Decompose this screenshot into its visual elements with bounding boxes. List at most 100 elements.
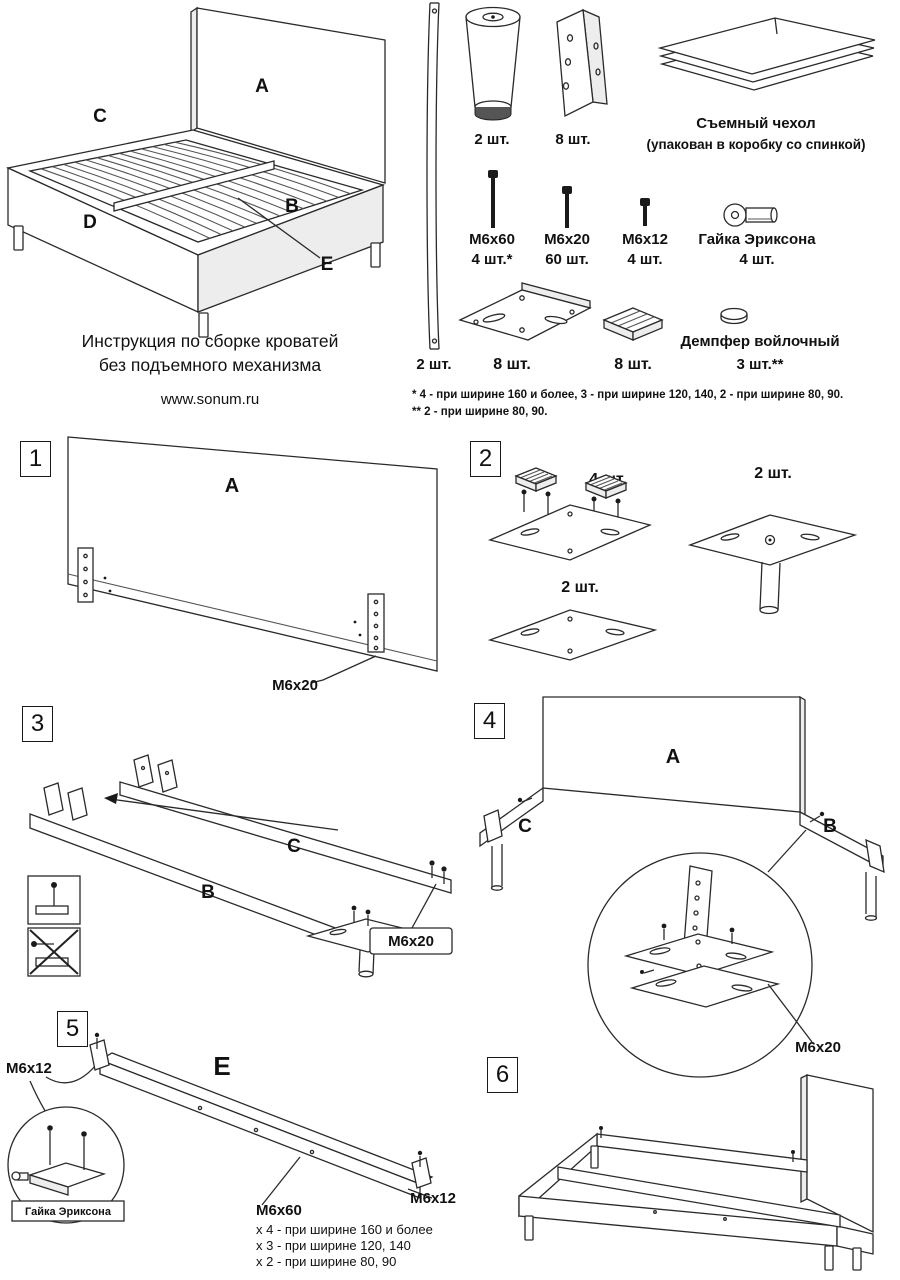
step5-nut-label: Гайка Эриксона: [25, 1206, 112, 1218]
corner-bracket-with-leg: [687, 514, 858, 615]
bolt-leader: [261, 1156, 301, 1206]
bracket-small-drawing: [602, 307, 664, 341]
corner-joint-detail: [623, 865, 781, 1008]
step4-label-b: B: [823, 816, 837, 837]
bed-leg-shape: [370, 242, 381, 268]
step5-note-2: х 3 - при ширине 120, 140: [256, 1238, 411, 1253]
assembly-arrowhead: [104, 793, 118, 804]
part-qty-m6x20: 60 шт.: [545, 251, 589, 268]
part-name-cover: Съемный чехол: [696, 115, 816, 132]
headboard-edge: [799, 695, 806, 817]
step-4-drawing: A C B М6х20: [479, 695, 885, 1078]
step-3-number: 3: [22, 706, 53, 742]
step5-note-3: х 2 - при ширине 80, 90: [256, 1254, 396, 1269]
part-note-cover: (упакован в коробку со спинкой): [646, 137, 866, 152]
part-name-damper: Демпфер войлочный: [680, 333, 840, 350]
part-qty-bracket-big: 8 шт.: [493, 356, 531, 373]
bolt-leader: [767, 983, 813, 1043]
bed-leg-shape: [13, 225, 24, 251]
frame-assembled-shape: [518, 1126, 874, 1271]
step-2-drawing: 4 шт. 2 шт.: [487, 465, 858, 661]
doc-title-line2: без подъемного механизма: [98, 355, 322, 375]
step3-label-b: B: [201, 882, 215, 903]
rail-b-attached: [799, 810, 885, 921]
website-url: www.sonum.ru: [160, 391, 260, 408]
step5-bolt-left-label: М6х12: [6, 1060, 52, 1077]
step-6-drawing: [518, 1073, 874, 1271]
part-name-m6x60: М6х60: [469, 231, 515, 248]
bolt-m6x20-drawing: [562, 186, 572, 228]
part-qty-damper: 3 шт.**: [736, 356, 784, 373]
label-rail-b: B: [285, 196, 299, 217]
damper-part-drawing: [720, 307, 748, 325]
bolt-leader: [310, 655, 377, 684]
step-4-number: 4: [474, 703, 505, 739]
bracket-big-drawing: [458, 282, 592, 341]
part-qty-m6x60: 4 шт.*: [471, 251, 513, 268]
headboard-shape: [190, 6, 386, 184]
bolt-leader: [411, 883, 437, 929]
step1-bolt-label: М6х20: [272, 677, 318, 694]
headboard-bracket-right: [353, 593, 385, 653]
angle-part-drawing: [556, 8, 608, 118]
step1-label-a: A: [225, 475, 239, 497]
center-beam-e-shape: [89, 1032, 434, 1199]
bed-frame-shape: [5, 129, 386, 314]
step3-bolt-label: М6х20: [388, 933, 434, 950]
label-e-leader: [237, 197, 321, 259]
bed-overview-drawing: A C B D E: [5, 6, 386, 338]
leg-part-drawing: [465, 6, 521, 121]
label-rail-c: C: [93, 106, 107, 127]
step2-qty-bottom: 2 шт.: [561, 579, 599, 596]
bolt-leader: [407, 1188, 433, 1199]
rail-c-attached: [479, 786, 544, 891]
doc-title-line1: Инструкция по сборке кроватей: [81, 331, 339, 351]
bolt-m6x60-drawing: [488, 170, 498, 228]
part-qty-nut: 4 шт.: [739, 251, 775, 268]
assembly-arrow: [109, 798, 339, 831]
bolt-leader: [45, 1064, 97, 1084]
correct-screw-icon: [27, 875, 81, 925]
nut-label-box: [11, 1200, 125, 1222]
label-beam-e: E: [321, 254, 334, 275]
part-qty-slat: 2 шт.: [416, 356, 452, 373]
step5-bolt-right-label: М6х12: [410, 1190, 456, 1207]
zoom-callout-line: [767, 829, 807, 873]
corner-bracket-top: [487, 504, 653, 561]
step4-label-a: A: [666, 746, 680, 768]
step-1-drawing: A М6х20: [67, 436, 438, 694]
part-qty-angle: 8 шт.: [555, 131, 591, 148]
part-qty-leg: 2 шт.: [474, 131, 510, 148]
nut-part-drawing: [723, 203, 778, 227]
nut-joint-detail: [11, 1125, 107, 1196]
center-beam-shape: [113, 160, 275, 212]
damper-block-1: [514, 467, 558, 514]
step-6-number: 6: [487, 1057, 518, 1093]
rail-b-shape: [29, 782, 429, 978]
step-2-number: 2: [470, 441, 501, 477]
footnote-1: * 4 - при ширине 160 и более, 3 - при ши…: [412, 389, 844, 401]
part-name-nut: Гайка Эриксона: [698, 231, 816, 248]
step2-qty-right: 2 шт.: [754, 465, 792, 482]
step4-bolt-label: М6х20: [795, 1039, 841, 1056]
step5-bolt-center-label: М6х60: [256, 1202, 302, 1219]
corner-bracket-bottom: [487, 609, 658, 661]
part-qty-bracket-small: 8 шт.: [614, 356, 652, 373]
step4-label-c: C: [518, 816, 532, 837]
step-1-number: 1: [20, 441, 51, 477]
slat-part-drawing: [426, 2, 440, 350]
part-qty-m6x12: 4 шт.: [627, 251, 663, 268]
footnote-2: ** 2 - при ширине 80, 90.: [412, 406, 548, 418]
headboard-edge: [800, 1073, 808, 1204]
no-screw-icon: [27, 927, 81, 977]
step-3-drawing: C B М6х20: [27, 754, 453, 978]
step-5-drawing: М6х12 E Гайка Эриксона М6х12 М6х60 х 4: [6, 1032, 456, 1269]
step-5-number: 5: [57, 1011, 88, 1047]
headboard-bracket-left: [77, 547, 112, 603]
part-name-m6x12: М6х12: [622, 231, 668, 248]
step5-note-1: х 4 - при ширине 160 и более: [256, 1222, 433, 1237]
bolt-m6x12-drawing: [640, 198, 650, 226]
headboard-shape: [806, 1074, 874, 1234]
part-name-m6x20: М6х20: [544, 231, 590, 248]
step5-label-e: E: [213, 1051, 230, 1081]
